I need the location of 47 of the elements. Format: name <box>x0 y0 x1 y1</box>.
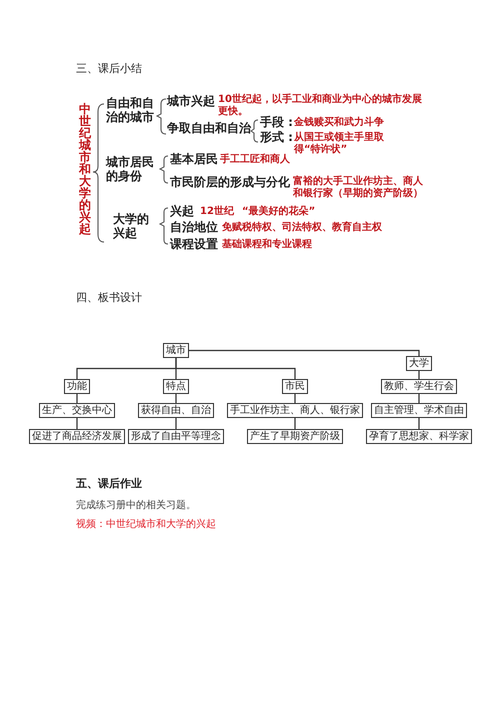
section-heading: 五、课后作业 <box>76 477 142 490</box>
tree-box: 自主管理、学术自由 <box>371 403 467 418</box>
topic-text: 自治地位 <box>170 220 218 234</box>
topic-text: 市民阶层的形成与分化 <box>170 175 290 190</box>
tree-box: 功能 <box>64 379 90 394</box>
tree-box: 促进了商品经济发展 <box>29 429 125 444</box>
tree-box: 形成了自由平等理念 <box>128 429 224 444</box>
tree-box: 教师、学生行会 <box>381 379 457 394</box>
topic-text: 基本居民 <box>170 152 218 166</box>
detail-text: 基础课程和专业课程 <box>222 239 312 251</box>
tree-box: 特点 <box>163 379 189 394</box>
topic-text: 争取自由和自治 <box>167 121 251 136</box>
topic-text: 自由和自治的城市 <box>106 96 155 125</box>
detail-text: 免赋税特权、司法特权、教育自主权 <box>222 222 382 234</box>
tree-box: 市民 <box>282 379 308 394</box>
tree-box: 手工业作坊主、商人、银行家 <box>227 403 363 418</box>
detail-text: 金钱赎买和武力斗争 <box>294 117 384 129</box>
tree-box: 获得自由、自治 <box>138 403 214 418</box>
detail-text: 12世纪 <box>200 206 234 218</box>
topic-text: 城市居民的身份 <box>106 155 155 184</box>
tree-box: 大学 <box>406 356 432 371</box>
detail-text: 富裕的大手工业作坊主、商人和银行家（早期的资产阶级） <box>293 176 424 200</box>
detail-text: 从国王或领主手里取得“特许状” <box>294 132 385 156</box>
detail-text: 10世纪起，以手工业和商业为中心的城市发展更快。 <box>218 94 423 117</box>
connector-line <box>175 358 296 379</box>
topic-text: 形式 : <box>260 130 293 144</box>
connector-line <box>76 418 78 429</box>
tree-box: 孕育了思想家、科学家 <box>366 429 472 444</box>
topic-text: 城市兴起 <box>167 94 215 108</box>
topic-text: 大学的兴起 <box>113 212 150 241</box>
topic-text: 兴起 <box>170 204 194 218</box>
detail-text: 手工工匠和商人 <box>220 154 290 166</box>
topic-text: 手段 : <box>260 115 293 130</box>
link-text: 视频：中世纪城市和大学的兴起 <box>76 519 216 531</box>
detail-text: “最美好的花朵” <box>242 206 316 218</box>
connector-line <box>175 418 177 429</box>
connector-line <box>294 418 296 429</box>
tree-box: 产生了早期资产阶级 <box>247 429 343 444</box>
section-heading: 三、课后小结 <box>76 62 142 76</box>
vertical-title: 中世纪城市和大学的兴起 <box>79 103 91 235</box>
section-heading: 四、板书设计 <box>76 291 142 304</box>
topic-text: 课程设置 <box>170 237 218 252</box>
tree-box: 生产、交换中心 <box>39 403 115 418</box>
tree-box: 城市 <box>163 343 189 358</box>
body-text: 完成练习册中的相关习题。 <box>76 500 196 512</box>
connector-line <box>189 350 420 356</box>
connector-line <box>418 418 420 429</box>
